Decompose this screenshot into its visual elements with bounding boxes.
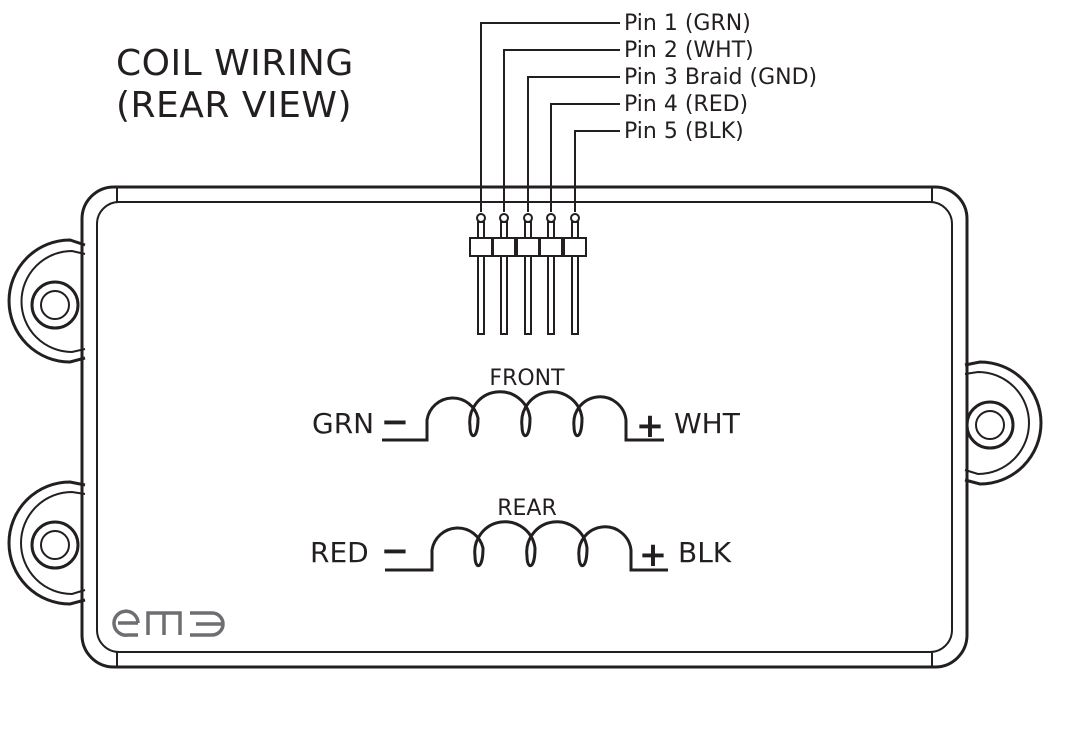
front-coil: FRONT GRN − + WHT [312,366,741,446]
rear-coil-label: REAR [497,496,557,521]
front-coil-left-wire: GRN [312,407,374,440]
pin-leader-4 [550,103,620,212]
connector-pin-5 [563,213,587,335]
rear-coil-right-wire: BLK [678,536,732,569]
mounting-ear-right [964,360,1043,486]
pin-label-3: Pin 3 Braid (GND) [624,65,817,90]
emg-logo-icon [112,609,225,637]
pin-label-5: Pin 5 (BLK) [624,119,744,144]
title-line-1: COIL WIRING [116,43,354,84]
connector-pin-2 [492,213,516,335]
rear-coil-left-wire: RED [310,536,369,569]
rear-coil: REAR RED − + BLK [310,496,732,575]
front-coil-left-sign: − [381,402,410,442]
connector-pin-1 [469,213,493,335]
pin-leader-5 [574,130,620,212]
pin-label-4: Pin 4 (RED) [624,92,748,117]
pin-label-2: Pin 2 (WHT) [624,38,754,63]
connector-pin-3 [516,213,540,335]
rear-coil-winding [385,520,668,572]
rear-coil-right-sign: + [639,535,668,575]
title-line-2: (REAR VIEW) [116,85,353,126]
pickup-body [80,185,969,669]
pin-leader-3 [527,76,620,212]
rear-coil-left-sign: − [381,531,410,571]
connector-header [469,213,587,335]
front-coil-label: FRONT [489,366,565,391]
pin-labels: Pin 1 (GRN) Pin 2 (WHT) Pin 3 Braid (GND… [480,11,817,212]
pin-label-1: Pin 1 (GRN) [624,11,751,36]
pin-leader-2 [503,49,620,212]
pin-leader-1 [480,22,620,212]
front-coil-right-wire: WHT [674,407,741,440]
mounting-ear-left-top [7,238,86,364]
connector-pin-4 [539,213,563,335]
mounting-ear-left-bottom [7,480,86,606]
front-coil-winding [382,390,664,442]
